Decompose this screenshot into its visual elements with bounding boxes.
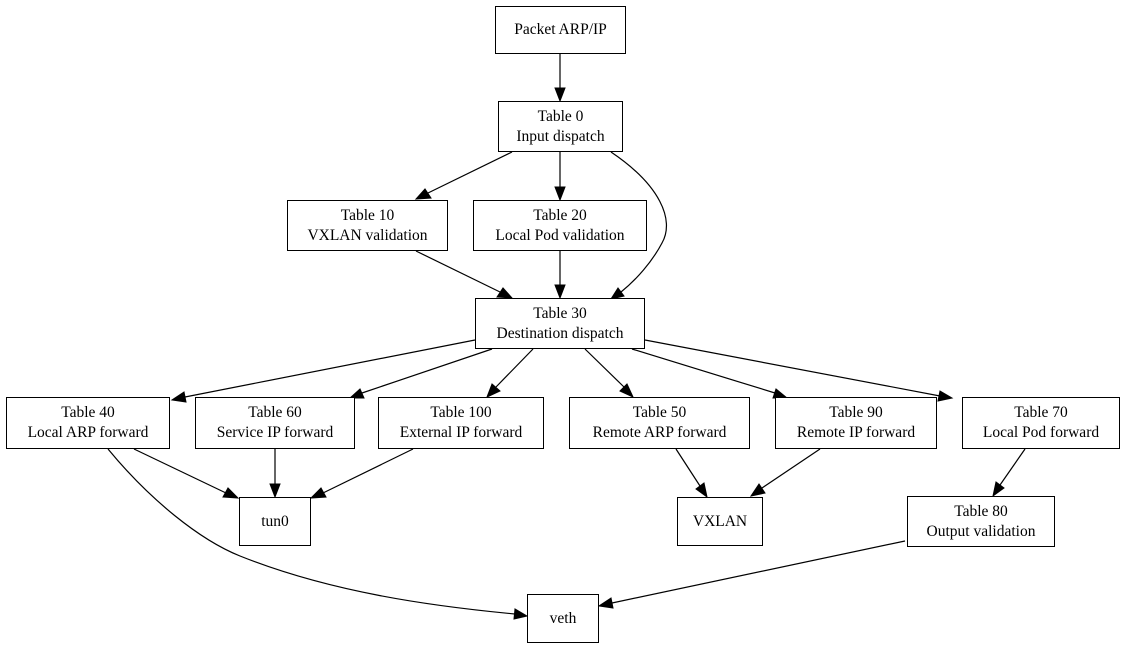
edge-t100-tun0	[309, 448, 414, 499]
node-table-0-title: Table 0	[537, 107, 584, 125]
node-table-80-desc: Output validation	[926, 522, 1036, 540]
edge-t10-t30	[415, 250, 514, 299]
node-table-90-title: Table 90	[829, 404, 883, 421]
node-table-10: Table 10 VXLAN validation	[287, 200, 448, 251]
node-table-60-title: Table 60	[248, 404, 302, 421]
node-table-0-desc: Input dispatch	[516, 127, 605, 145]
edge-t30-t60	[348, 348, 493, 399]
node-table-80-title: Table 80	[954, 502, 1008, 520]
node-table-30-title: Table 30	[533, 304, 587, 322]
node-veth: veth	[527, 594, 599, 643]
node-table-50: Table 50 Remote ARP forward	[569, 397, 750, 449]
edge-t0-t30	[609, 151, 668, 300]
node-packet-label: Packet ARP/IP	[514, 21, 607, 38]
node-table-20-desc: Local Pod validation	[495, 226, 625, 244]
node-table-50-desc: Remote ARP forward	[592, 424, 727, 441]
edge-t60-tun0	[269, 449, 281, 499]
node-table-100-title: Table 100	[430, 404, 492, 421]
node-table-100: Table 100 External IP forward	[378, 397, 544, 449]
node-table-30: Table 30 Destination dispatch	[475, 298, 645, 349]
node-table-70-title: Table 70	[1014, 404, 1068, 421]
edge-t90-vxlan	[749, 448, 821, 497]
edge-packet-t0	[554, 54, 566, 103]
edge-t30-t70	[644, 339, 954, 402]
node-table-10-title: Table 10	[340, 206, 395, 224]
node-tun0-label: tun0	[261, 512, 289, 530]
edge-t80-veth	[597, 540, 906, 609]
node-table-20: Table 20 Local Pod validation	[473, 200, 647, 251]
node-table-90-desc: Remote IP forward	[796, 424, 916, 441]
edge-t20-t30	[554, 251, 566, 300]
node-table-70: Table 70 Local Pod forward	[962, 397, 1120, 449]
edge-t70-t80	[992, 448, 1026, 498]
node-table-60-desc: Service IP forward	[216, 424, 334, 441]
node-table-60: Table 60 Service IP forward	[195, 397, 355, 449]
node-table-40: Table 40 Local ARP forward	[6, 397, 170, 449]
node-vxlan: VXLAN	[677, 497, 763, 546]
node-table-90: Table 90 Remote IP forward	[775, 397, 937, 449]
edge-t30-t90	[631, 348, 789, 399]
node-table-20-title: Table 20	[533, 206, 587, 224]
node-table-40-desc: Local ARP forward	[27, 424, 149, 441]
edge-t0-t10	[414, 151, 513, 200]
edge-t0-t20	[554, 152, 566, 202]
node-table-10-desc: VXLAN validation	[307, 226, 428, 244]
node-table-50-title: Table 50	[632, 404, 687, 421]
node-tun0: tun0	[239, 497, 311, 546]
edge-t30-t50	[584, 348, 635, 399]
node-table-30-desc: Destination dispatch	[496, 324, 624, 342]
edge-t40-tun0	[133, 448, 240, 499]
node-packet: Packet ARP/IP	[495, 6, 626, 54]
node-table-40-title: Table 40	[61, 404, 115, 421]
edge-t30-t100	[486, 348, 534, 398]
node-table-0: Table 0 Input dispatch	[498, 101, 623, 152]
node-vxlan-label: VXLAN	[692, 512, 748, 530]
node-veth-label: veth	[549, 609, 577, 627]
node-table-70-desc: Local Pod forward	[982, 424, 1100, 441]
node-table-100-desc: External IP forward	[399, 424, 523, 441]
edge-t50-vxlan	[675, 448, 708, 499]
edge-t40-veth	[107, 448, 529, 620]
edge-t30-t40	[170, 339, 476, 403]
node-table-80: Table 80 Output validation	[907, 496, 1055, 547]
